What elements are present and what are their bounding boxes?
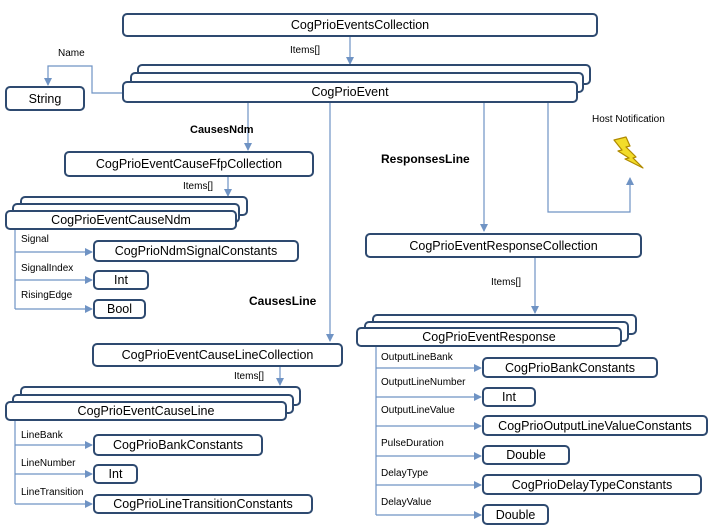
signal-index-label: SignalIndex — [21, 263, 74, 274]
causes-ndm-label: CausesNdm — [190, 124, 254, 136]
ndm-signal-constants-box: CogPrioNdmSignalConstants — [93, 240, 299, 262]
name-label: Name — [58, 48, 85, 59]
output-line-value-label: OutputLineValue — [381, 405, 455, 416]
items-label-ffp: Items[] — [183, 181, 214, 192]
string-type-box: String — [5, 86, 85, 111]
items-label-cause-line: Items[] — [234, 371, 265, 382]
output-line-number-label: OutputLineNumber — [381, 377, 466, 388]
cause-line-collection-box: CogPrioEventCauseLineCollection — [92, 343, 343, 367]
line-transition-constants-box: CogPrioLineTransitionConstants — [93, 494, 313, 514]
lightning-bolt-icon — [613, 136, 644, 169]
line-bank-label: LineBank — [21, 430, 63, 441]
responses-line-label: ResponsesLine — [381, 152, 470, 166]
line-int-box: Int — [93, 464, 138, 484]
cause-line-box: CogPrioEventCauseLine — [5, 401, 287, 421]
events-collection-box: CogPrioEventsCollection — [122, 13, 598, 37]
cause-ffp-collection-box: CogPrioEventCauseFfpCollection — [64, 151, 314, 177]
line-number-label: LineNumber — [21, 458, 76, 469]
line-transition-label: LineTransition — [21, 487, 84, 498]
cause-ndm-box: CogPrioEventCauseNdm — [5, 210, 237, 230]
response-box: CogPrioEventResponse — [356, 327, 622, 347]
signal-label: Signal — [21, 234, 49, 245]
items-label-events: Items[] — [290, 45, 321, 56]
ndm-bool-box: Bool — [93, 299, 146, 319]
resp-bank-constants-box: CogPrioBankConstants — [482, 357, 658, 378]
rising-edge-label: RisingEdge — [21, 290, 73, 301]
output-line-bank-label: OutputLineBank — [381, 352, 453, 363]
delay-double-box: Double — [482, 504, 549, 525]
host-notification-label: Host Notification — [592, 114, 665, 125]
line-bank-constants-box: CogPrioBankConstants — [93, 434, 263, 456]
event-box: CogPrioEvent — [122, 81, 578, 103]
items-label-response: Items[] — [491, 277, 522, 288]
delay-value-label: DelayValue — [381, 497, 432, 508]
resp-int-box: Int — [482, 387, 536, 407]
output-line-value-constants-box: CogPrioOutputLineValueConstants — [482, 415, 708, 436]
delay-type-label: DelayType — [381, 468, 429, 479]
causes-line-label: CausesLine — [249, 294, 317, 308]
delay-type-constants-box: CogPrioDelayTypeConstants — [482, 474, 702, 495]
response-collection-box: CogPrioEventResponseCollection — [365, 233, 642, 258]
pulse-duration-label: PulseDuration — [381, 438, 444, 449]
pulse-double-box: Double — [482, 445, 570, 465]
ndm-int-box: Int — [93, 270, 149, 290]
